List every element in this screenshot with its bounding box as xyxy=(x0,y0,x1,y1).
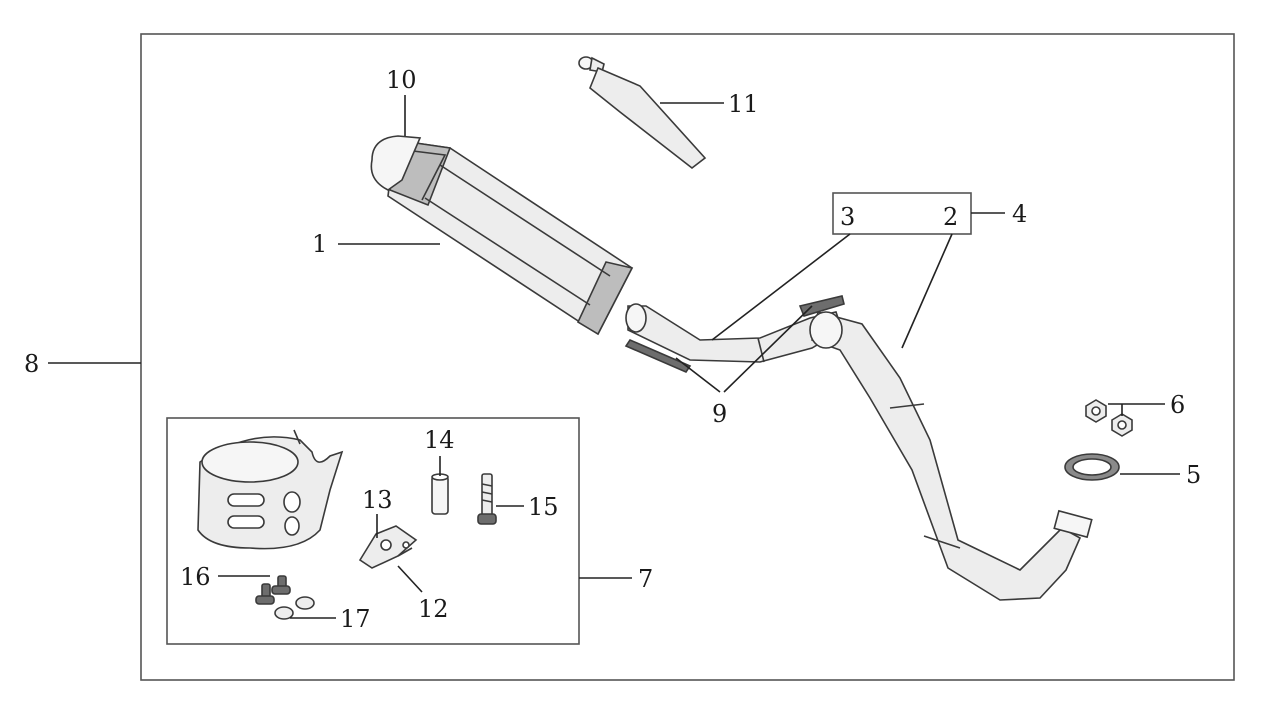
link-pipe-icon xyxy=(625,303,843,363)
callout-2: 2 xyxy=(943,203,958,231)
bolt-icon xyxy=(255,575,291,605)
mounting-kit-frame xyxy=(166,417,580,645)
callout-15: 15 xyxy=(528,493,559,521)
callout-3: 3 xyxy=(840,203,855,231)
callout-5: 5 xyxy=(1186,461,1201,489)
callout-13: 13 xyxy=(362,486,393,514)
callout-16: 16 xyxy=(180,563,211,591)
header-pipe-icon xyxy=(809,311,1093,601)
callout-8: 8 xyxy=(24,350,39,378)
callout-9: 9 xyxy=(712,400,727,428)
nut-icon xyxy=(274,596,315,620)
assembly-frame xyxy=(140,33,1235,681)
db-killer-icon xyxy=(578,56,707,170)
callout-11: 11 xyxy=(728,90,759,118)
flange-nut-icon xyxy=(1085,399,1133,437)
spacer-collar-icon xyxy=(431,473,449,515)
callout-6: 6 xyxy=(1170,391,1185,419)
spring-icon xyxy=(624,295,845,373)
end-cap-icon xyxy=(370,135,422,191)
long-bolt-icon xyxy=(477,473,497,525)
callout-7: 7 xyxy=(638,565,653,593)
callout-4: 4 xyxy=(1012,200,1027,228)
callout-10: 10 xyxy=(386,66,417,94)
bracket-icon xyxy=(358,525,418,569)
bracket-plate-icon xyxy=(397,541,413,557)
gasket-icon xyxy=(1064,453,1120,481)
callout-17: 17 xyxy=(340,605,371,633)
callout-14: 14 xyxy=(424,426,455,454)
clamp-strap-icon xyxy=(197,429,344,550)
leader-lines xyxy=(48,95,1180,619)
muffler-icon xyxy=(387,139,634,336)
callout-1: 1 xyxy=(312,230,327,258)
callout-12: 12 xyxy=(418,595,449,623)
